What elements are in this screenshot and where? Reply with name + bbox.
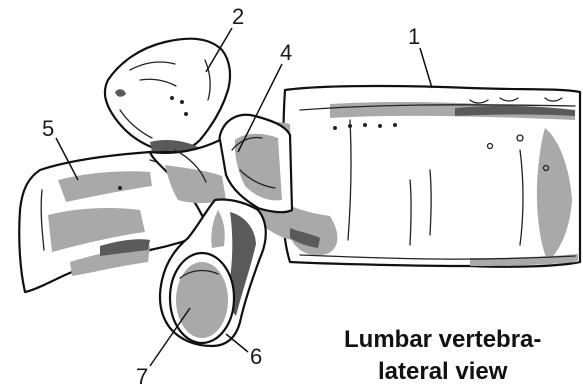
callout-5: 5 — [42, 116, 54, 141]
vertebral-body — [245, 86, 580, 267]
inferior-articular-facet — [170, 253, 234, 343]
leader-line-6 — [226, 334, 248, 352]
transverse-process — [105, 39, 230, 156]
caption-line-2: lateral view — [378, 358, 508, 385]
callout-4: 4 — [280, 40, 292, 65]
callout-2: 2 — [232, 4, 244, 29]
leader-line-1 — [420, 48, 432, 88]
caption-line-1: Lumbar vertebra- — [344, 326, 541, 353]
callout-1: 1 — [408, 24, 420, 49]
callout-7: 7 — [136, 364, 148, 389]
callout-6: 6 — [250, 344, 262, 369]
